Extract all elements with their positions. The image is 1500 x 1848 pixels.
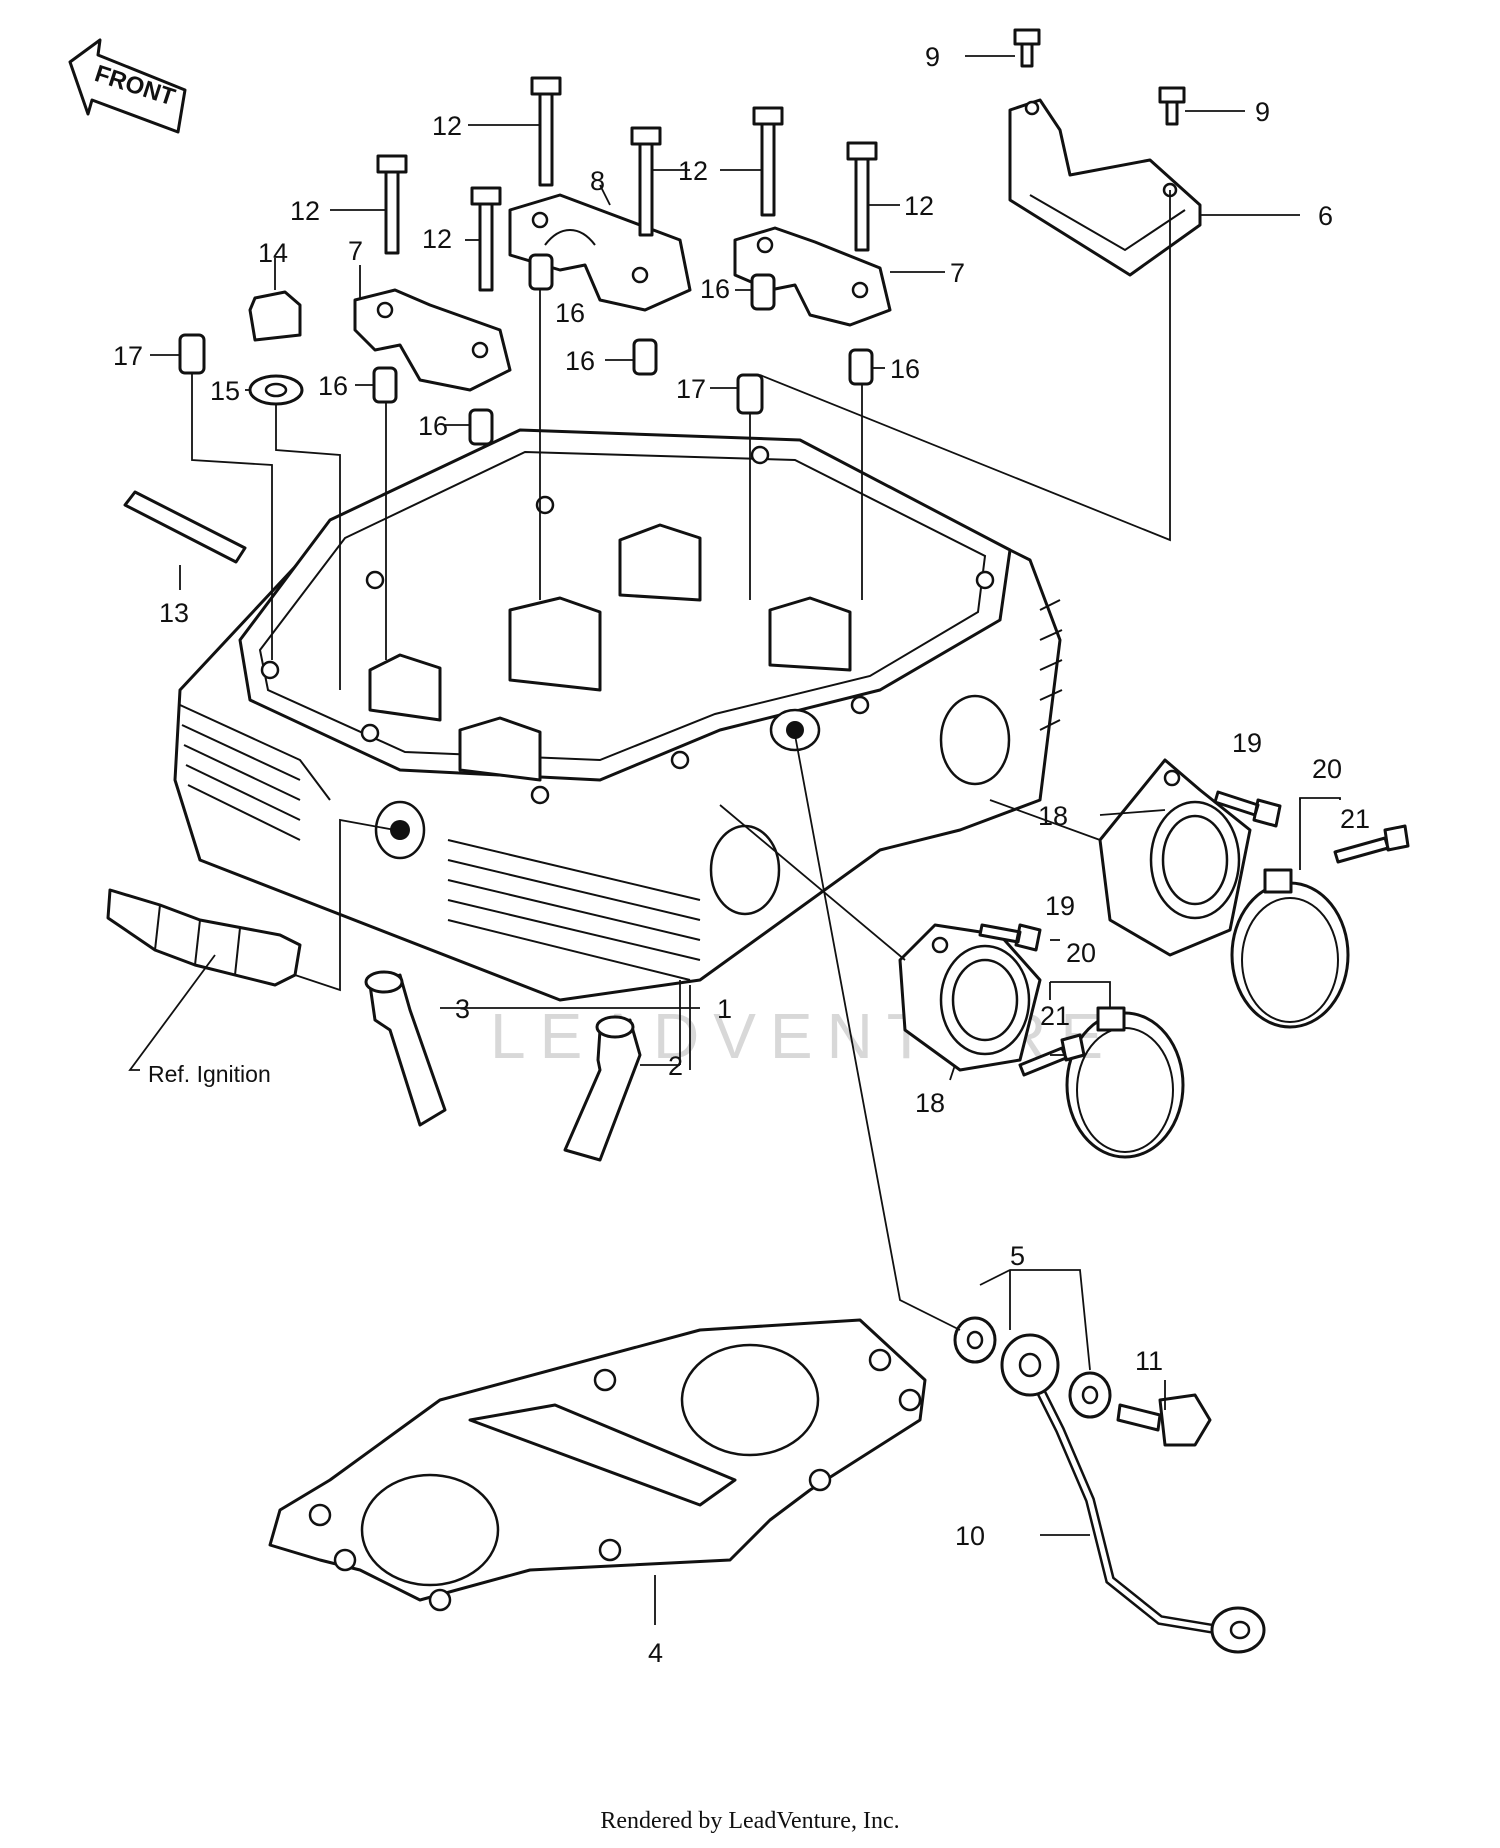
intake-manifold-upper [1098,758,1252,957]
nut-and-washer [248,290,304,406]
oil-pipe [953,1316,1266,1654]
callout-5: 5 [1010,1241,1025,1271]
stud-13 [123,490,247,564]
callout-9-top: 9 [925,42,940,72]
callout-2: 2 [668,1051,683,1081]
head-gasket [268,1318,927,1612]
callout-14: 14 [258,238,288,268]
screw-19-lower [978,923,1042,952]
callout-3: 3 [455,994,470,1024]
screw-19-upper [1213,790,1282,828]
callout-6: 6 [1318,201,1333,231]
callout-12-e: 12 [422,224,452,254]
callout-18-upper: 18 [1038,801,1068,831]
cam-cap-left [353,288,512,392]
callout-17-left: 17 [113,341,143,371]
bolts-12 [376,76,878,292]
screw-9-top [1013,28,1041,46]
credit-line: Rendered by LeadVenture, Inc. [600,1808,900,1834]
callout-16-b: 16 [565,346,595,376]
callout-21-lower: 21 [1040,1001,1070,1031]
screw-9-top-shank [1020,42,1034,68]
callout-17-right: 17 [676,374,706,404]
callout-16-d: 16 [418,411,448,441]
callout-12-b: 12 [678,156,708,186]
callout-21-upper: 21 [1340,804,1370,834]
clamps [1065,868,1350,1159]
leader-lines [128,55,1341,1625]
callout-20-lower: 20 [1066,938,1096,968]
cover-bracket [1008,98,1202,277]
front-arrow: FRONT [68,38,187,134]
intake-manifold-lower [898,923,1042,1072]
callout-9-right: 9 [1255,97,1270,127]
callout-16-a: 16 [555,298,585,328]
callout-1: 1 [717,994,732,1024]
dowels [178,253,874,446]
callout-12-a: 12 [432,111,462,141]
screw-9-right-shank [1165,100,1179,126]
callout-8: 8 [590,166,605,196]
callout-12-d: 12 [290,196,320,226]
callout-16-e: 16 [700,274,730,304]
callout-10: 10 [955,1521,985,1551]
cam-cap-center [508,193,692,312]
callout-16-f: 16 [890,354,920,384]
callout-4: 4 [648,1638,663,1668]
callout-19-upper: 19 [1232,728,1262,758]
callout-19-lower: 19 [1045,891,1075,921]
front-arrow-icon [68,38,187,134]
callout-13: 13 [159,598,189,628]
diagram-canvas: LEADVENTURE FRONT [68,28,1410,1668]
callout-16-c: 16 [318,371,348,401]
cylinder-head [173,428,1063,1002]
callout-20-upper: 20 [1312,754,1342,784]
ref-ignition-note: Ref. Ignition [148,1061,271,1087]
callout-12-c: 12 [904,191,934,221]
callout-7-right: 7 [950,258,965,288]
screw-9-right [1158,86,1186,104]
callout-15: 15 [210,376,240,406]
callout-18-lower: 18 [915,1088,945,1118]
callout-labels: 1 2 3 4 5 6 7 7 8 9 9 10 11 12 12 12 12 … [113,42,1370,1668]
valve-guides [364,970,642,1162]
callout-11: 11 [1135,1346,1163,1376]
callout-7-left: 7 [348,236,363,266]
screw-21-upper [1333,824,1410,864]
